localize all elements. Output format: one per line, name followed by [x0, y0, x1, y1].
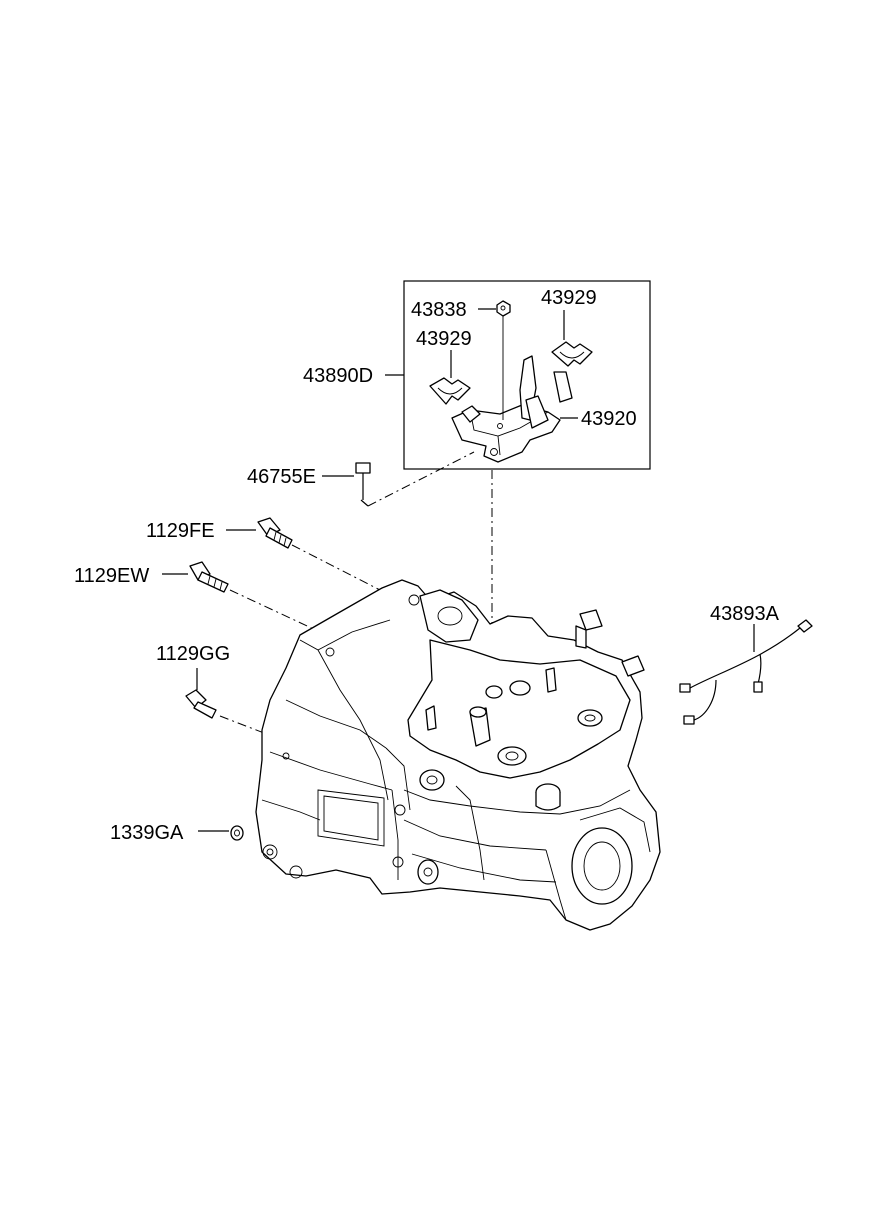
- bolt-1129FE: [226, 517, 293, 549]
- label-43929-top: 43929: [541, 287, 597, 309]
- box-leader-lines: [385, 308, 578, 419]
- label-43929-left: 43929: [416, 328, 472, 350]
- label-1129FE: 1129FE: [146, 520, 215, 542]
- part-number-labels: 43838 43929 43929 43890D 43920 46755E 11…: [74, 287, 780, 844]
- label-46755E: 46755E: [247, 466, 316, 488]
- bolt-1129EW: [162, 561, 229, 593]
- wiring-harness-43893A: [679, 619, 813, 725]
- label-43893A: 43893A: [710, 603, 780, 625]
- washer-1339GA: [198, 825, 244, 841]
- label-1339GA: 1339GA: [110, 822, 184, 844]
- bolt-46755E: [322, 462, 371, 507]
- label-1129GG: 1129GG: [156, 643, 230, 665]
- label-1129EW: 1129EW: [74, 565, 149, 587]
- bolt-1129GG: [185, 668, 217, 719]
- transmission-housing: [255, 579, 661, 931]
- label-43920: 43920: [581, 408, 637, 430]
- label-43890D: 43890D: [303, 365, 373, 387]
- shift-bracket-assembly: [429, 300, 593, 463]
- label-43838: 43838: [411, 299, 467, 321]
